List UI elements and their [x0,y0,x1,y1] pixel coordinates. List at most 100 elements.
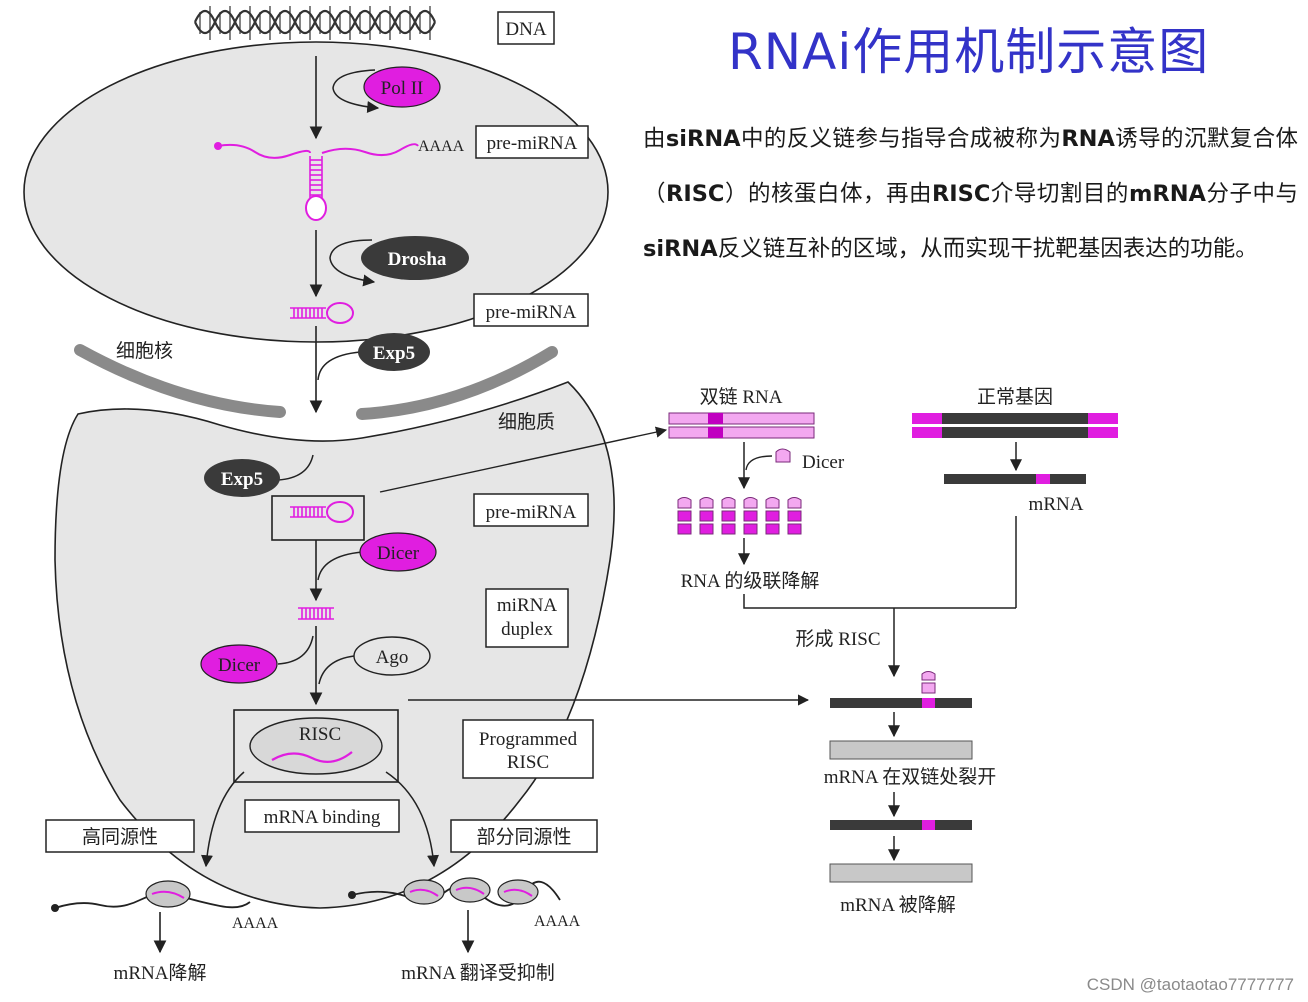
mrna-binding-box [244,799,400,833]
risc-on-mrna-left [145,880,191,908]
risc-bound-mrna [830,671,972,708]
arrow-to-dsrna [379,426,668,493]
exp5-label-2: Exp5 [221,469,263,490]
dicer-3-icon [775,448,791,463]
normal-gene-label: 正常基因 [977,386,1053,408]
dna-label: DNA [505,19,546,40]
aaaa-top-label: AAAA [418,138,465,155]
dicer-enzyme-1 [359,532,437,572]
programmed-risc-box [462,719,594,779]
pre-mirna-box-1 [475,125,589,159]
desc-bold: RISC [666,181,725,207]
desc-part: 介导切割目的 [990,181,1129,207]
pri-mirna-strand [217,143,419,159]
mirna-duplex-label-1: miRNA [497,595,557,616]
risc-box [233,709,399,783]
exp5-protein-2 [204,459,280,497]
risc-on-mrna-right-3 [497,879,539,905]
cleaved-mrna-bar [829,740,973,760]
arrow-curve-ago [318,655,355,685]
mrna-binding-label: mRNA binding [264,807,381,828]
form-risc-label: 形成 RISC [796,628,881,650]
mrna-right-icon [944,474,1086,484]
arrow-branch-left [201,771,245,868]
mirna-duplex-box [485,588,569,648]
guide-strands-right [409,886,533,897]
pol2-enzyme [363,66,441,108]
desc-part: 由 [643,126,666,152]
pre-mirna-highlight-box [271,495,365,541]
aaaa-right-label: AAAA [534,913,581,930]
mrna-degradation-label: mRNA降解 [114,962,207,984]
watermark: CSDN @taotaotao7777777 [1086,975,1294,994]
risc-on-mrna-right-2 [449,877,491,903]
desc-bold: mRNA [1128,181,1206,207]
hairpin-stem [309,156,323,200]
description-text: 由siRNA中的反义链参与指导合成被称为RNA诱导的沉默复合体（RISC）的核蛋… [643,112,1298,277]
arrow-branch-right [385,771,439,868]
desc-part: 反义链互补的区域，从而实现干扰靶基因表达的功能。 [717,236,1258,262]
cytoplasm-label: 细胞质 [498,411,555,433]
pre-mirna-label-2: pre-miRNA [486,302,577,323]
dicer-label-3: Dicer [802,452,845,473]
merge-line-left [743,594,1016,609]
risc-guide-strand [271,751,353,763]
dicer-label-2: Dicer [218,655,261,676]
arrow-curve-dicer-2 [277,635,314,665]
dsrna-label: 双链 RNA [700,386,783,408]
mirna-duplex-label-2: duplex [501,619,553,640]
pol2-label: Pol II [381,78,424,99]
aaaa-left-label: AAAA [232,915,279,932]
page-title: RNAi作用机制示意图 [728,23,1210,81]
degraded-label: mRNA 被降解 [840,894,956,916]
ago-protein [353,636,431,676]
sirna-fragments [677,497,802,535]
pre-mirna-hairpin-1 [290,302,354,324]
cut-mrna-icon [830,820,972,830]
nuclear-envelope-right [356,346,558,420]
cleave-label: mRNA 在双链处裂开 [824,766,997,788]
cascade-label: RNA 的级联降解 [681,570,820,592]
exp5-label-1: Exp5 [373,343,415,364]
high-homology-label: 高同源性 [82,826,158,848]
desc-part: 诱导的沉默复合体（ [643,126,1298,207]
nucleus-label: 细胞核 [116,340,173,362]
arrow-curve-exp5-out [277,454,314,481]
desc-part: 中的反义链参与指导合成被称为 [740,126,1062,152]
arrow-curve-exp5 [317,351,361,381]
desc-part: 分子中与 [1205,181,1298,207]
exp5-protein-1 [358,333,430,371]
dsrna-icon [668,412,815,439]
pre-mirna-box-2 [473,293,589,327]
high-homology-box [45,819,195,853]
drosha-enzyme [361,236,469,280]
partial-homology-label: 部分同源性 [476,826,571,848]
guide-strand-left [151,890,185,899]
dicer-enzyme-2 [200,644,278,684]
dicer-label-1: Dicer [377,543,420,564]
ago-label: Ago [376,647,409,668]
desc-bold: RISC [931,181,991,207]
dna-label-box [497,11,555,45]
arrow-curve-pol2 [332,69,380,113]
programmed-risc-label-1: Programmed [479,729,578,750]
programmed-risc-label-2: RISC [507,752,549,773]
mirna-duplex-icon [298,607,334,620]
pre-mirna-label-1: pre-miRNA [487,133,578,154]
risc-complex [249,717,383,775]
translation-inhibition-label: mRNA 翻译受抑制 [401,962,555,984]
arrow-curve-dicer-1 [317,551,363,581]
arrow-curve-dicer-3 [745,455,773,471]
arrow-curve-drosha [329,239,376,287]
drosha-label: Drosha [388,249,447,270]
desc-bold: siRNA [665,126,741,152]
pre-mirna-box-3 [473,493,589,527]
partial-homology-box [450,819,598,853]
nuclear-envelope-left [74,344,286,418]
desc-bold: RNA [1061,126,1115,152]
desc-part: ）的核蛋白体，再由 [724,181,932,207]
dna-helix-icon [193,6,437,40]
pre-mirna-hairpin-2 [290,501,354,523]
pre-mirna-label-3: pre-miRNA [486,502,577,523]
